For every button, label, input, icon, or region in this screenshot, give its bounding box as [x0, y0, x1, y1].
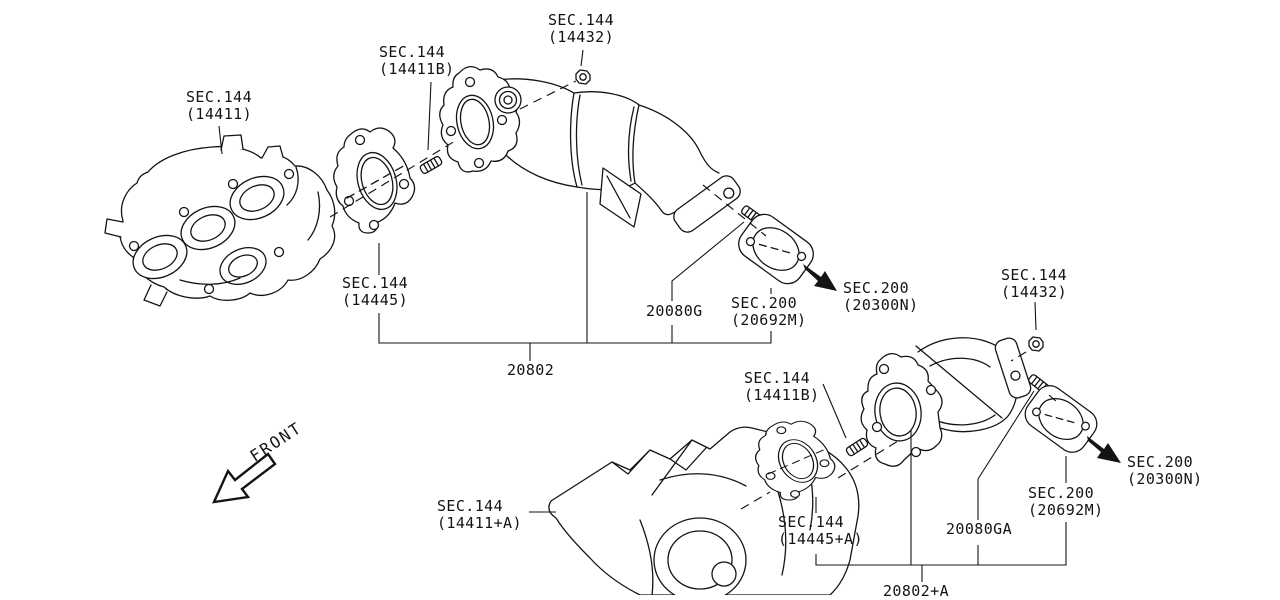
callout-line: (14432)	[548, 27, 615, 46]
callout-lower-outlet-gasket: SEC.200(20692M)	[1028, 485, 1103, 518]
bracket-20802	[378, 313, 772, 344]
callout-line: (14411B)	[379, 59, 455, 78]
nut-14432-lower-drawing	[1028, 336, 1044, 352]
nut-14432-upper-drawing	[575, 69, 591, 85]
stud-14411B-upper-drawing	[418, 154, 444, 176]
callout-line: (14411B)	[744, 385, 820, 404]
callout-lower-manifold-stud: SEC.144(14411B)	[744, 370, 819, 403]
gasket-14445-drawing	[333, 127, 416, 234]
callout-line: SEC.144	[778, 513, 845, 531]
callout-line: SEC.144	[744, 369, 811, 387]
callout-line: SEC.144	[186, 88, 253, 106]
converter-lower-drawing	[860, 337, 1032, 467]
callout-line: SEC.200	[1028, 484, 1095, 502]
callout-line: SEC.200	[843, 279, 910, 297]
gasket-20692M-lower-drawing	[1018, 379, 1104, 459]
assembly-axis-lines	[329, 80, 1059, 510]
callout-line: (20692M)	[731, 310, 807, 329]
callout-line: (20300N)	[1127, 469, 1203, 488]
callout-line: (14432)	[1001, 282, 1068, 301]
part-number-20802A: 20802+A	[883, 583, 949, 600]
callout-upper-outlet-stud: 20080G	[646, 303, 703, 320]
callout-upper-front-tube-ref: SEC.200(20300N)	[843, 280, 918, 313]
part-number-text: 20802	[507, 361, 555, 379]
arrow-to-sec200-lower	[1087, 436, 1121, 463]
callout-line: (14445+A)	[778, 529, 863, 548]
part-number-text: 20802+A	[883, 582, 950, 600]
callout-upper-gasket: SEC.144(14445)	[342, 275, 408, 308]
callout-line: SEC.144	[548, 11, 615, 29]
callout-lower-outlet-stud: 20080GA	[946, 521, 1012, 538]
callout-line: SEC.144	[1001, 266, 1068, 284]
manifold-14411-drawing	[104, 134, 336, 307]
callout-line: (14411)	[186, 104, 253, 123]
callout-line: SEC.144	[379, 43, 446, 61]
stud-14411B-lower-drawing	[844, 436, 870, 458]
callout-upper-manifold-stud: SEC.144(14411B)	[379, 44, 454, 77]
callout-lower-nut: SEC.144(14432)	[1001, 267, 1067, 300]
converter-upper-drawing	[439, 66, 741, 233]
callout-line: SEC.200	[1127, 453, 1194, 471]
callout-line: (20300N)	[843, 295, 919, 314]
callout-line: (14445)	[342, 290, 409, 309]
callout-line: (14411+A)	[437, 513, 522, 532]
bracket-20802A	[815, 522, 1067, 566]
callout-line: SEC.144	[437, 497, 504, 515]
callout-lower-manifold: SEC.144(14411+A)	[437, 498, 522, 531]
arrow-to-sec200-upper	[803, 264, 837, 291]
callout-line: SEC.200	[731, 294, 798, 312]
callout-line: 20080G	[646, 302, 703, 320]
callout-upper-manifold: SEC.144(14411)	[186, 89, 252, 122]
callout-upper-nut: SEC.144(14432)	[548, 12, 614, 45]
gasket-20692M-upper-drawing	[732, 207, 820, 291]
callout-line: 20080GA	[946, 520, 1013, 538]
callout-lower-gasket: SEC.144(14445+A)	[778, 514, 863, 547]
callout-lower-front-tube-ref: SEC.200(20300N)	[1127, 454, 1202, 487]
callout-line: SEC.144	[342, 274, 409, 292]
part-number-20802: 20802	[507, 362, 554, 379]
callout-leader-lines	[218, 49, 1067, 582]
callout-line: (20692M)	[1028, 500, 1104, 519]
callout-upper-outlet-gasket: SEC.200(20692M)	[731, 295, 806, 328]
front-direction-arrow	[212, 452, 277, 504]
